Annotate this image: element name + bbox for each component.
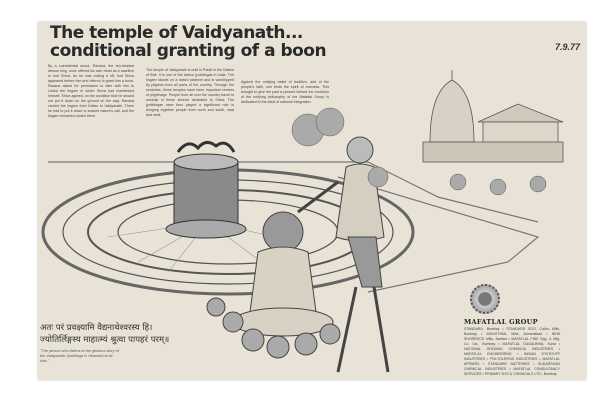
verse-line-2: ज्योतिर्लिङ्गस्य माहात्म्यं श्रुत्वा पाप… bbox=[40, 335, 170, 345]
verse-line-1: अतः परं प्रवक्ष्यामि वैद्यनाथेश्वरस्य हि… bbox=[40, 323, 153, 333]
sponsor-companies: STANDARD, Bombay • STANDARD SOO, Calico … bbox=[464, 327, 560, 376]
verse-caption: "The person who listens to the glorious … bbox=[40, 349, 119, 363]
headline: The temple of Vaidyanath... conditional … bbox=[50, 23, 327, 61]
crowd-drawing bbox=[291, 107, 547, 196]
body-column-1: By a coincidental mood, Ravana, the ten-… bbox=[48, 64, 134, 118]
temple-illustration bbox=[41, 70, 564, 373]
headline-line-2: conditional granting of a boon bbox=[50, 41, 327, 61]
sanskrit-verse: अतः परं प्रवक्ष्यामि वैद्यनाथेश्वरस्य हि… bbox=[40, 322, 169, 346]
headline-line-1: The temple of Vaidyanath... bbox=[50, 23, 303, 43]
temple-buildings bbox=[422, 70, 564, 163]
newspaper-page: The temple of Vaidyanath... conditional … bbox=[38, 22, 586, 380]
date-annotation: 7.9.77 bbox=[554, 42, 580, 52]
body-column-2: The temple of Vaidyanath is built in Par… bbox=[146, 68, 234, 117]
ravana-figure bbox=[206, 211, 341, 359]
sponsor-name: MAFATLAL GROUP bbox=[464, 318, 538, 326]
body-column-3: Against the unifying belief of tradition… bbox=[241, 80, 329, 104]
lingam-drawing bbox=[165, 141, 247, 239]
mafatlal-logo bbox=[470, 284, 500, 314]
